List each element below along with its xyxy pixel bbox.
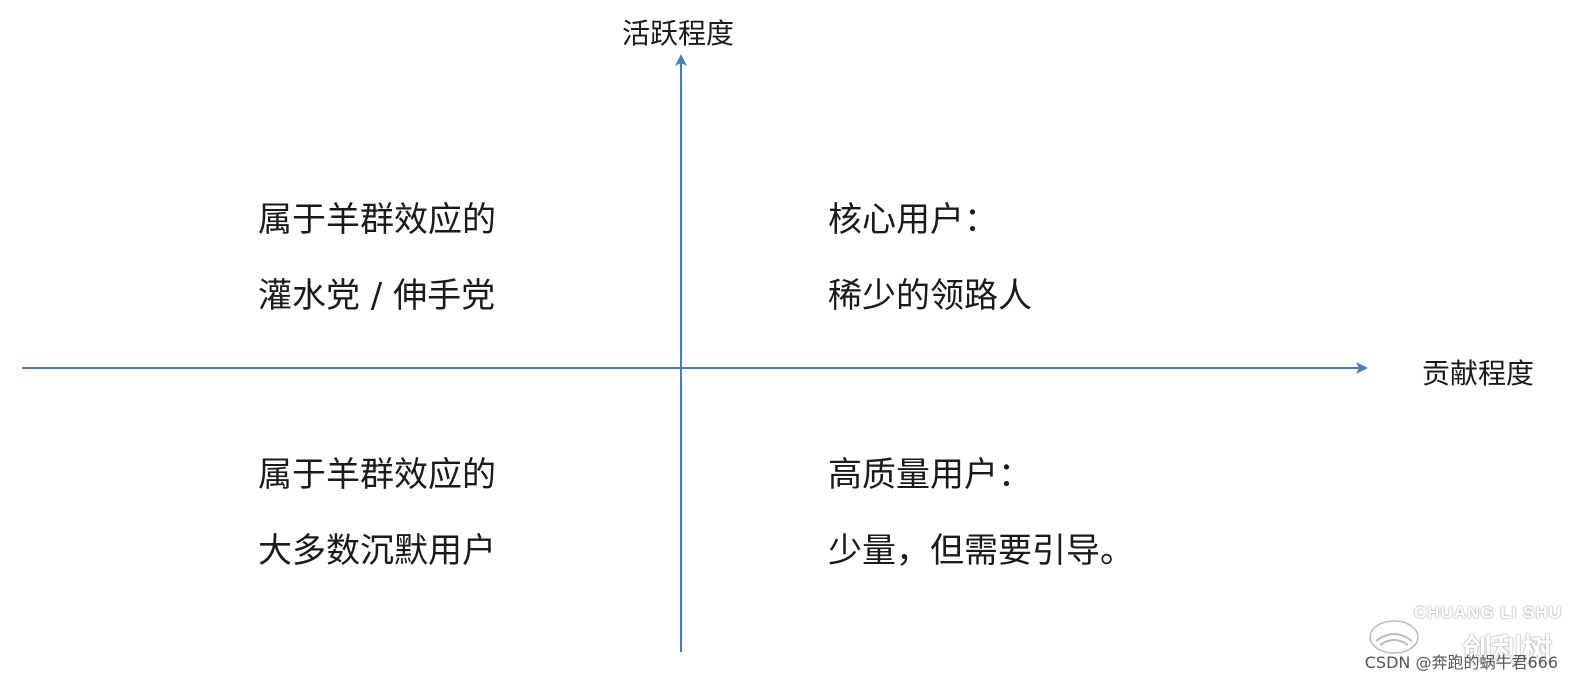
quadrant-top-left-line2: 灌水党 / 伸手党 [258,276,496,316]
watermark-brand-cn: 创利树 [1462,633,1552,668]
watermark-brand-en: CHUANG LI SHU [1413,603,1562,622]
quadrant-top-right: 核心用户： 稀少的领路人 [828,182,1032,334]
y-axis-label: 活跃程度 [622,17,735,50]
quadrant-bottom-right-line1: 高质量用户： [828,455,1032,495]
watermark-csdn: CSDN @奔跑的蜗牛君666 [1364,653,1558,672]
quadrant-bottom-left-line2: 大多数沉默用户 [258,531,496,571]
quadrant-top-right-line2: 稀少的领路人 [828,276,1032,316]
quadrant-bottom-left: 属于羊群效应的 大多数沉默用户 [258,437,496,589]
quadrant-top-left-line1: 属于羊群效应的 [258,200,496,240]
quadrant-bottom-left-line1: 属于羊群效应的 [258,455,496,495]
quadrant-bottom-right: 高质量用户： 少量，但需要引导。 [828,437,1134,589]
watermark: CHUANG LI SHU 创利树 CSDN @奔跑的蜗牛君666 [1322,595,1562,675]
tree-logo-icon [1369,620,1419,654]
x-axis-label: 贡献程度 [1422,357,1535,390]
quadrant-top-left: 属于羊群效应的 灌水党 / 伸手党 [258,182,496,334]
quadrant-top-right-line1: 核心用户： [828,200,998,240]
quadrant-bottom-right-line2: 少量，但需要引导。 [828,531,1134,571]
